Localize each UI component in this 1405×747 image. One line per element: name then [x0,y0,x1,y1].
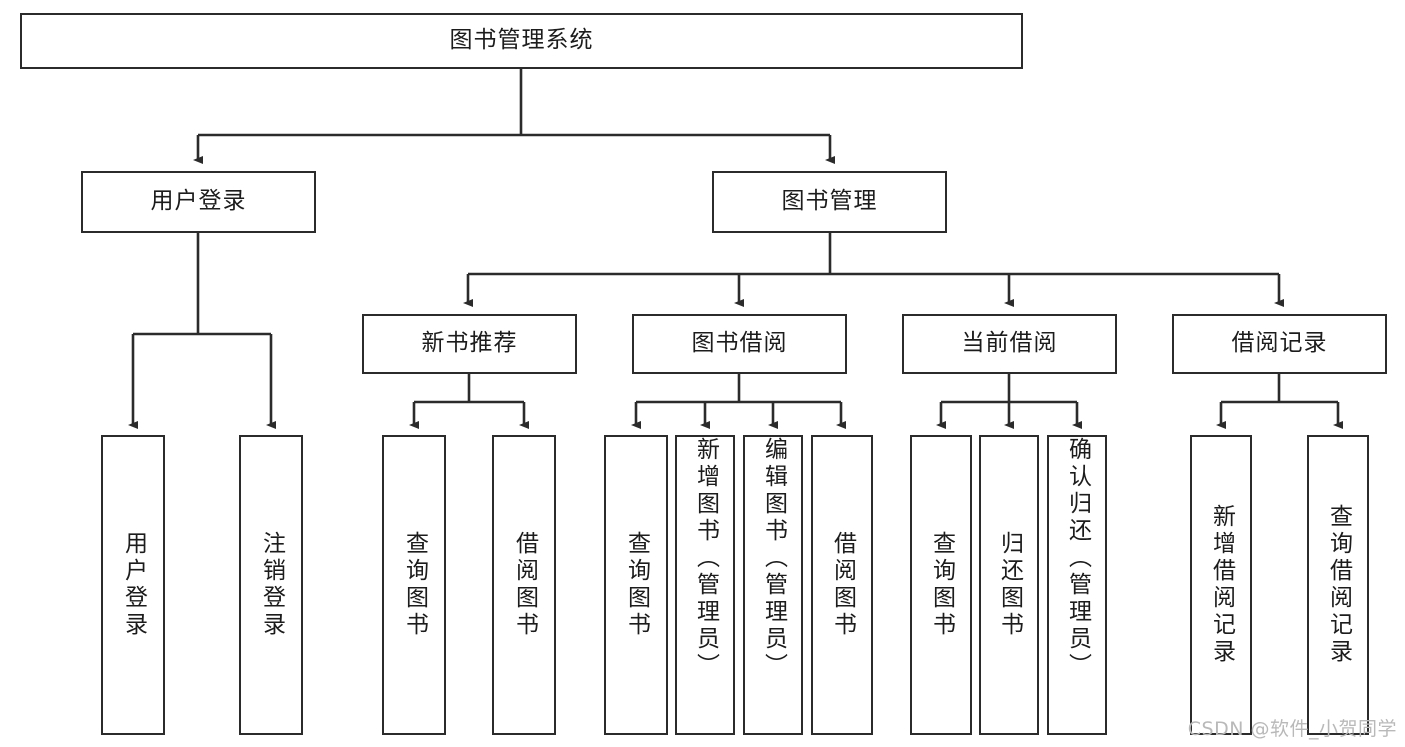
node-borrow-record-label: 借阅记录 [1231,330,1328,357]
node-book-borrow[interactable]: 图书借阅 [632,314,847,374]
leaf-edit-book[interactable]: 编辑图书（管理员） [743,435,803,735]
node-new-book-recommend-label: 新书推荐 [421,330,518,357]
node-book-manage[interactable]: 图书管理 [712,171,947,233]
leaf-borrow-book-2[interactable]: 借阅图书 [811,435,873,735]
leaf-query-book-1-label: 查询图书 [401,531,428,639]
node-current-borrow[interactable]: 当前借阅 [902,314,1117,374]
leaf-user-login[interactable]: 用户登录 [101,435,165,735]
leaf-edit-book-label: 编辑图书（管理员） [760,437,787,680]
node-root-label: 图书管理系统 [449,27,594,54]
node-current-borrow-label: 当前借阅 [961,330,1058,357]
node-borrow-record[interactable]: 借阅记录 [1172,314,1387,374]
node-root[interactable]: 图书管理系统 [20,13,1023,69]
leaf-query-record[interactable]: 查询借阅记录 [1307,435,1369,735]
leaf-confirm-return-label: 确认归还（管理员） [1064,437,1091,680]
leaf-add-book-label: 新增图书（管理员） [692,437,719,680]
leaf-return-book[interactable]: 归还图书 [979,435,1039,735]
leaf-query-book-2-label: 查询图书 [623,531,650,639]
leaf-user-login-label: 用户登录 [120,531,147,639]
leaf-borrow-book-1-label: 借阅图书 [511,531,538,639]
node-new-book-recommend[interactable]: 新书推荐 [362,314,577,374]
leaf-borrow-book-1[interactable]: 借阅图书 [492,435,556,735]
node-user-login-label: 用户登录 [150,188,247,215]
leaf-query-record-label: 查询借阅记录 [1325,504,1352,666]
leaf-query-book-1[interactable]: 查询图书 [382,435,446,735]
leaf-add-record[interactable]: 新增借阅记录 [1190,435,1252,735]
leaf-query-book-3-label: 查询图书 [928,531,955,639]
leaf-logout-label: 注销登录 [258,531,285,639]
leaf-query-book-2[interactable]: 查询图书 [604,435,668,735]
leaf-add-book[interactable]: 新增图书（管理员） [675,435,735,735]
leaf-query-book-3[interactable]: 查询图书 [910,435,972,735]
watermark-text: CSDN @软件_小贺同学 [1187,718,1397,740]
leaf-confirm-return[interactable]: 确认归还（管理员） [1047,435,1107,735]
node-user-login[interactable]: 用户登录 [81,171,316,233]
node-book-manage-label: 图书管理 [781,188,878,215]
leaf-borrow-book-2-label: 借阅图书 [829,531,856,639]
leaf-return-book-label: 归还图书 [996,531,1023,639]
leaf-logout[interactable]: 注销登录 [239,435,303,735]
node-book-borrow-label: 图书借阅 [691,330,788,357]
leaf-add-record-label: 新增借阅记录 [1208,504,1235,666]
